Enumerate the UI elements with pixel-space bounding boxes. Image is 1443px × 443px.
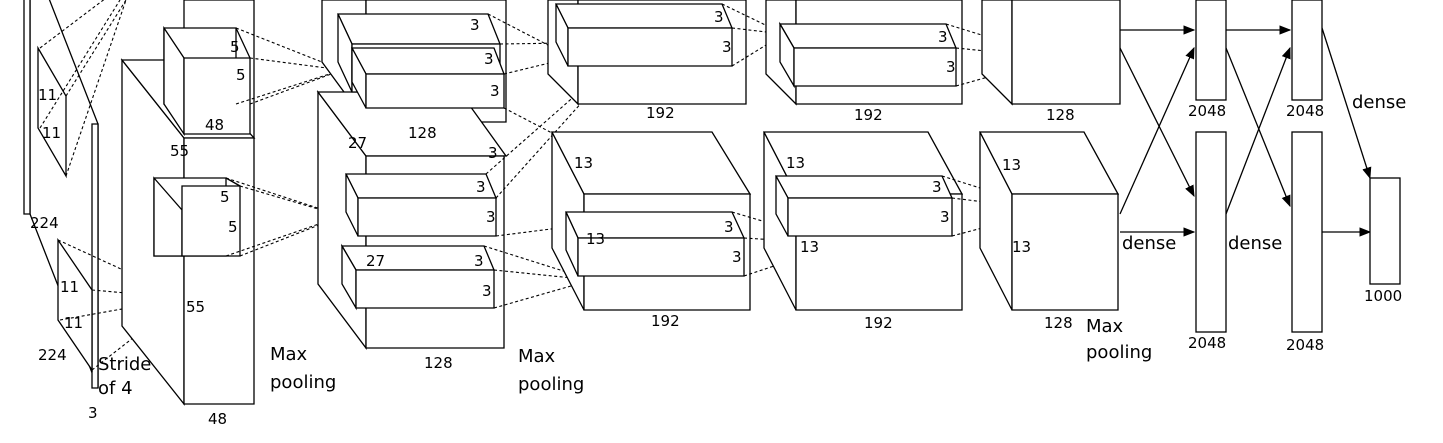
conv2-kernel-label: 3 [474, 252, 484, 270]
conv2-kernel-top-b [350, 47, 505, 109]
conv2-kernel-label: 3 [482, 282, 492, 300]
pool2-label: Max [518, 346, 556, 367]
conv4-depth-label: 192 [864, 314, 893, 332]
stride-label: Stride [98, 354, 151, 375]
conv1-size-label: 55 [170, 142, 189, 160]
conv3-kernel-label: 3 [732, 248, 742, 266]
fc6-top-block [1195, 0, 1227, 101]
conv2-depth-label: 128 [424, 354, 453, 372]
conv1-kernel-label: 5 [236, 66, 246, 84]
input-kernel-label: 11 [38, 86, 57, 104]
fc6-bottom-block [1195, 131, 1227, 333]
conv4-depth-label: 192 [854, 106, 883, 124]
conv2-kernel-label: 3 [488, 144, 498, 162]
stride-label: of 4 [98, 378, 133, 399]
conv1-depth-label: 48 [208, 410, 227, 428]
input-kernel-label: 11 [64, 314, 83, 332]
conv3-kernel-label: 3 [722, 38, 732, 56]
conv2-kernel-label: 3 [470, 16, 480, 34]
fc-size-label: 2048 [1286, 336, 1324, 354]
conv5-depth-label: 128 [1044, 314, 1073, 332]
conv1-size-label: 55 [186, 298, 205, 316]
pool1-label: Max [270, 344, 308, 365]
conv3-depth-label: 192 [651, 312, 680, 330]
conv2-depth-label: 128 [408, 124, 437, 142]
conv4-size-label: 13 [800, 238, 819, 256]
conv2-kernel-label: 3 [486, 208, 496, 226]
conv5-volume-top [981, 0, 1121, 106]
conv2-size-label: 27 [348, 134, 367, 152]
conv3-kernel-label: 3 [714, 8, 724, 26]
input-kernel-label: 11 [42, 124, 61, 142]
dense-label: dense [1228, 233, 1282, 254]
conv2-kernel-label: 3 [476, 178, 486, 196]
conv3-size-label: 13 [574, 154, 593, 172]
input-depth-label: 3 [88, 404, 98, 422]
conv3-depth-label: 192 [646, 104, 675, 122]
conv4-kernel-label: 3 [946, 58, 956, 76]
conv1-kernel-label: 5 [230, 38, 240, 56]
conv2-kernel-bottom-b [340, 243, 495, 311]
input-kernel-label: 11 [60, 278, 79, 296]
conv3-kernel-bottom [564, 211, 746, 277]
fc-connections [1119, 25, 1372, 237]
fc7-bottom-block [1291, 131, 1323, 333]
conv4-kernel-top [778, 21, 957, 89]
conv4-kernel-label: 3 [940, 208, 950, 226]
dense-label: dense [1122, 233, 1176, 254]
pool3-label: Max [1086, 316, 1124, 337]
conv3-size-label: 13 [586, 230, 605, 248]
conv3-kernel-label: 3 [724, 218, 734, 236]
conv5-size-label: 13 [1012, 238, 1031, 256]
input-width-label: 224 [38, 346, 67, 364]
pool3-label: pooling [1086, 342, 1152, 363]
conv2-size-label: 27 [366, 252, 385, 270]
pool2-label: pooling [518, 374, 584, 395]
conv4-kernel-label: 3 [932, 178, 942, 196]
conv4-size-label: 13 [786, 154, 805, 172]
output-size-label: 1000 [1364, 287, 1402, 305]
output-block [1369, 177, 1401, 285]
input-image-volume [23, 0, 99, 389]
conv4-kernel-label: 3 [938, 28, 948, 46]
fc-size-label: 2048 [1188, 334, 1226, 352]
pool1-label: pooling [270, 372, 336, 393]
dense-label: dense [1352, 92, 1406, 113]
conv2-kernel-label: 3 [490, 82, 500, 100]
fc-size-label: 2048 [1188, 102, 1226, 120]
conv1-kernel-label: 5 [228, 218, 238, 236]
conv2-kernel-label: 3 [484, 50, 494, 68]
fc-size-label: 2048 [1286, 102, 1324, 120]
conv1-depth-label: 48 [205, 116, 224, 134]
fc7-top-block [1291, 0, 1323, 101]
conv1-kernel-top [163, 25, 251, 137]
input-height-label: 224 [30, 214, 59, 232]
conv5-volume-bottom [978, 131, 1120, 311]
conv3-kernel-top [554, 3, 733, 67]
conv2-kernel-bottom-a [344, 173, 497, 237]
conv1-kernel-label: 5 [220, 188, 230, 206]
conv1-kernel-bottom [153, 176, 241, 257]
conv5-size-label: 13 [1002, 156, 1021, 174]
conv5-depth-label: 128 [1046, 106, 1075, 124]
conv4-kernel-bottom [774, 175, 954, 237]
